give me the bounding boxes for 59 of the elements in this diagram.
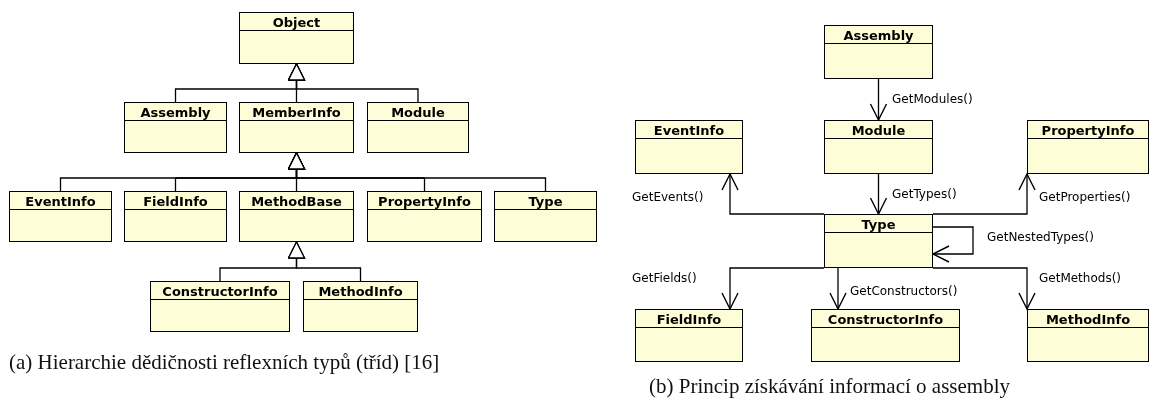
class-name: Assembly [843, 28, 914, 43]
figure-caption: (b) Princip získávání informací o assembly [649, 374, 1010, 399]
class-name: PropertyInfo [378, 194, 471, 209]
figure-caption: (a) Hierarchie dědičnosti reflexních typů (tříd) [16] [9, 350, 440, 375]
class-box [494, 191, 597, 242]
class-box [824, 214, 933, 268]
arrow [932, 226, 974, 263]
edge-label: GetFields() [632, 271, 697, 285]
class-box [124, 191, 227, 242]
class-box [367, 102, 469, 153]
inheritance-arrow [287, 152, 547, 192]
class-box [124, 102, 227, 153]
inheritance-arrow [287, 241, 362, 282]
class-name: ConstructorInfo [827, 312, 944, 327]
class-box [1027, 120, 1149, 174]
arrow [869, 173, 888, 215]
class-name: FieldInfo [656, 312, 722, 327]
class-box [635, 120, 743, 174]
class-name: MethodInfo [1045, 312, 1131, 327]
class-box [635, 309, 743, 362]
class-name: PropertyInfo [1041, 123, 1135, 138]
class-box [9, 191, 112, 242]
class-box [824, 120, 933, 174]
class-name: FieldInfo [143, 194, 208, 209]
class-name: Module [851, 123, 906, 138]
arrow [932, 173, 1036, 215]
class-box [239, 102, 354, 153]
class-name: Module [391, 105, 445, 120]
class-name: Assembly [140, 105, 211, 120]
class-name: MethodBase [251, 194, 342, 209]
arrow [869, 78, 888, 121]
edge-label: GetConstructors() [850, 284, 958, 298]
inheritance-arrow [287, 63, 419, 103]
edge-label: GetMethods() [1039, 271, 1121, 285]
edge-label: GetTypes() [892, 187, 957, 201]
arrow [829, 267, 847, 310]
arrow [721, 267, 825, 310]
class-box [811, 309, 960, 362]
class-box [150, 281, 290, 332]
edge-label: GetProperties() [1039, 190, 1131, 204]
arrow [721, 173, 825, 215]
class-name: EventInfo [25, 194, 96, 209]
class-name: MemberInfo [252, 105, 341, 120]
edge-label: GetNestedTypes() [987, 230, 1094, 244]
class-name: EventInfo [653, 123, 725, 138]
class-box [824, 25, 933, 79]
class-name: Object [272, 15, 321, 30]
class-box [239, 191, 354, 242]
class-name: Type [861, 217, 896, 232]
class-box [239, 12, 354, 64]
arrow [932, 267, 1036, 310]
class-box [303, 281, 418, 332]
class-name: ConstructorInfo [162, 284, 278, 299]
class-name: Type [528, 194, 563, 209]
edge-label: GetEvents() [632, 190, 704, 204]
class-name: MethodInfo [318, 284, 403, 299]
class-box [367, 191, 482, 242]
class-box [1027, 309, 1149, 362]
edge-label: GetModules() [892, 92, 973, 106]
